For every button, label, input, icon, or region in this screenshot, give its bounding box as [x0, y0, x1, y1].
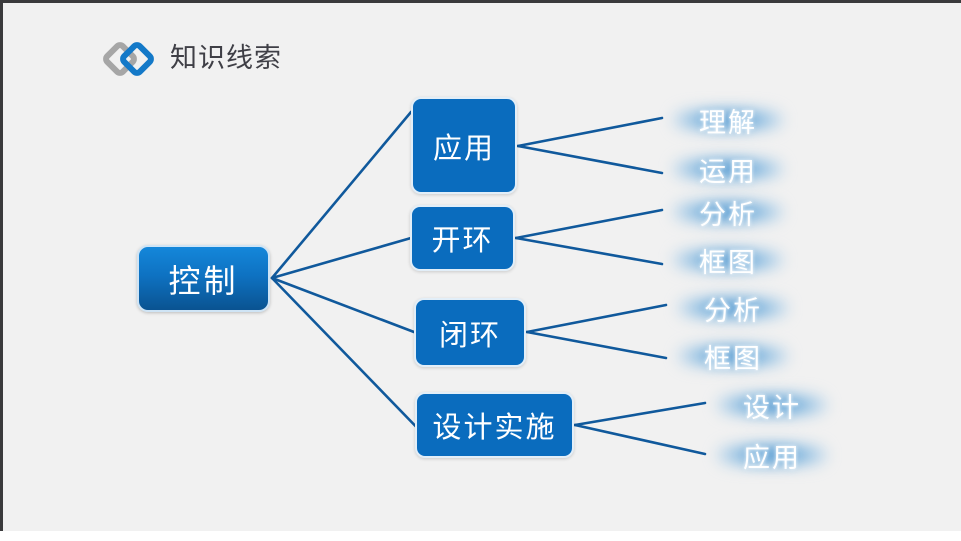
connector-branch-1-to-leaf-0 — [514, 208, 664, 240]
node-branch-label: 设计实施 — [432, 410, 557, 444]
leaf-label: 分析 — [699, 199, 757, 231]
node-branch-label: 闭环 — [438, 317, 501, 352]
leaf-block-diagram-closed[interactable]: 框图 — [668, 336, 798, 376]
node-branch-label: 应用 — [432, 130, 495, 165]
connector-branch-0-to-leaf-1 — [516, 144, 664, 175]
leaf-analysis-open[interactable]: 分析 — [663, 192, 793, 232]
slide-top-border — [0, 0, 961, 3]
connector-root-to-branch-1 — [270, 236, 413, 280]
leaf-glow — [672, 198, 784, 226]
slide-left-border — [0, 0, 3, 531]
node-branch-design-implementation[interactable]: 设计实施 — [415, 392, 574, 458]
node-branch-closed-loop[interactable]: 闭环 — [414, 298, 526, 367]
connector-branch-3-to-leaf-0 — [573, 401, 707, 427]
leaf-label: 运用 — [699, 156, 757, 188]
leaf-understand[interactable]: 理解 — [663, 100, 793, 140]
connector-branch-2-to-leaf-0 — [525, 303, 668, 334]
leaf-analysis-closed[interactable]: 分析 — [668, 288, 798, 328]
leaf-label: 设计 — [743, 392, 801, 424]
node-root[interactable]: 控制 — [137, 245, 270, 312]
connector-branch-2-to-leaf-1 — [525, 330, 668, 360]
leaf-glow — [672, 106, 784, 134]
leaf-glow — [716, 441, 828, 469]
overlapping-diamonds-logo — [103, 37, 159, 81]
leaf-label: 应用 — [743, 442, 801, 474]
leaf-label: 框图 — [704, 343, 762, 375]
leaf-design[interactable]: 设计 — [707, 385, 837, 425]
connector-root-to-branch-0 — [270, 110, 413, 280]
node-branch-label: 开环 — [431, 223, 494, 257]
connector-root-to-branch-2 — [270, 276, 416, 334]
leaf-glow — [677, 342, 789, 370]
leaf-label: 框图 — [699, 247, 757, 279]
node-root-label: 控制 — [168, 261, 239, 300]
leaf-glow — [672, 246, 784, 274]
leaf-glow — [716, 391, 828, 419]
connector-branch-1-to-leaf-1 — [514, 236, 664, 266]
leaf-glow — [677, 294, 789, 322]
leaf-block-diagram-open[interactable]: 框图 — [663, 240, 793, 280]
leaf-label: 理解 — [699, 107, 757, 139]
page-title: 知识线索 — [170, 43, 282, 74]
leaf-label: 分析 — [704, 295, 762, 327]
leaf-application[interactable]: 应用 — [707, 435, 837, 475]
connector-branch-0-to-leaf-0 — [516, 116, 664, 148]
connector-root-to-branch-3 — [270, 276, 431, 442]
connector-branch-3-to-leaf-1 — [573, 423, 707, 456]
node-branch-application[interactable]: 应用 — [411, 97, 517, 194]
leaf-glow — [672, 155, 784, 183]
node-branch-open-loop[interactable]: 开环 — [410, 205, 515, 271]
leaf-apply[interactable]: 运用 — [663, 149, 793, 189]
slide-bottom-strip — [0, 531, 961, 541]
